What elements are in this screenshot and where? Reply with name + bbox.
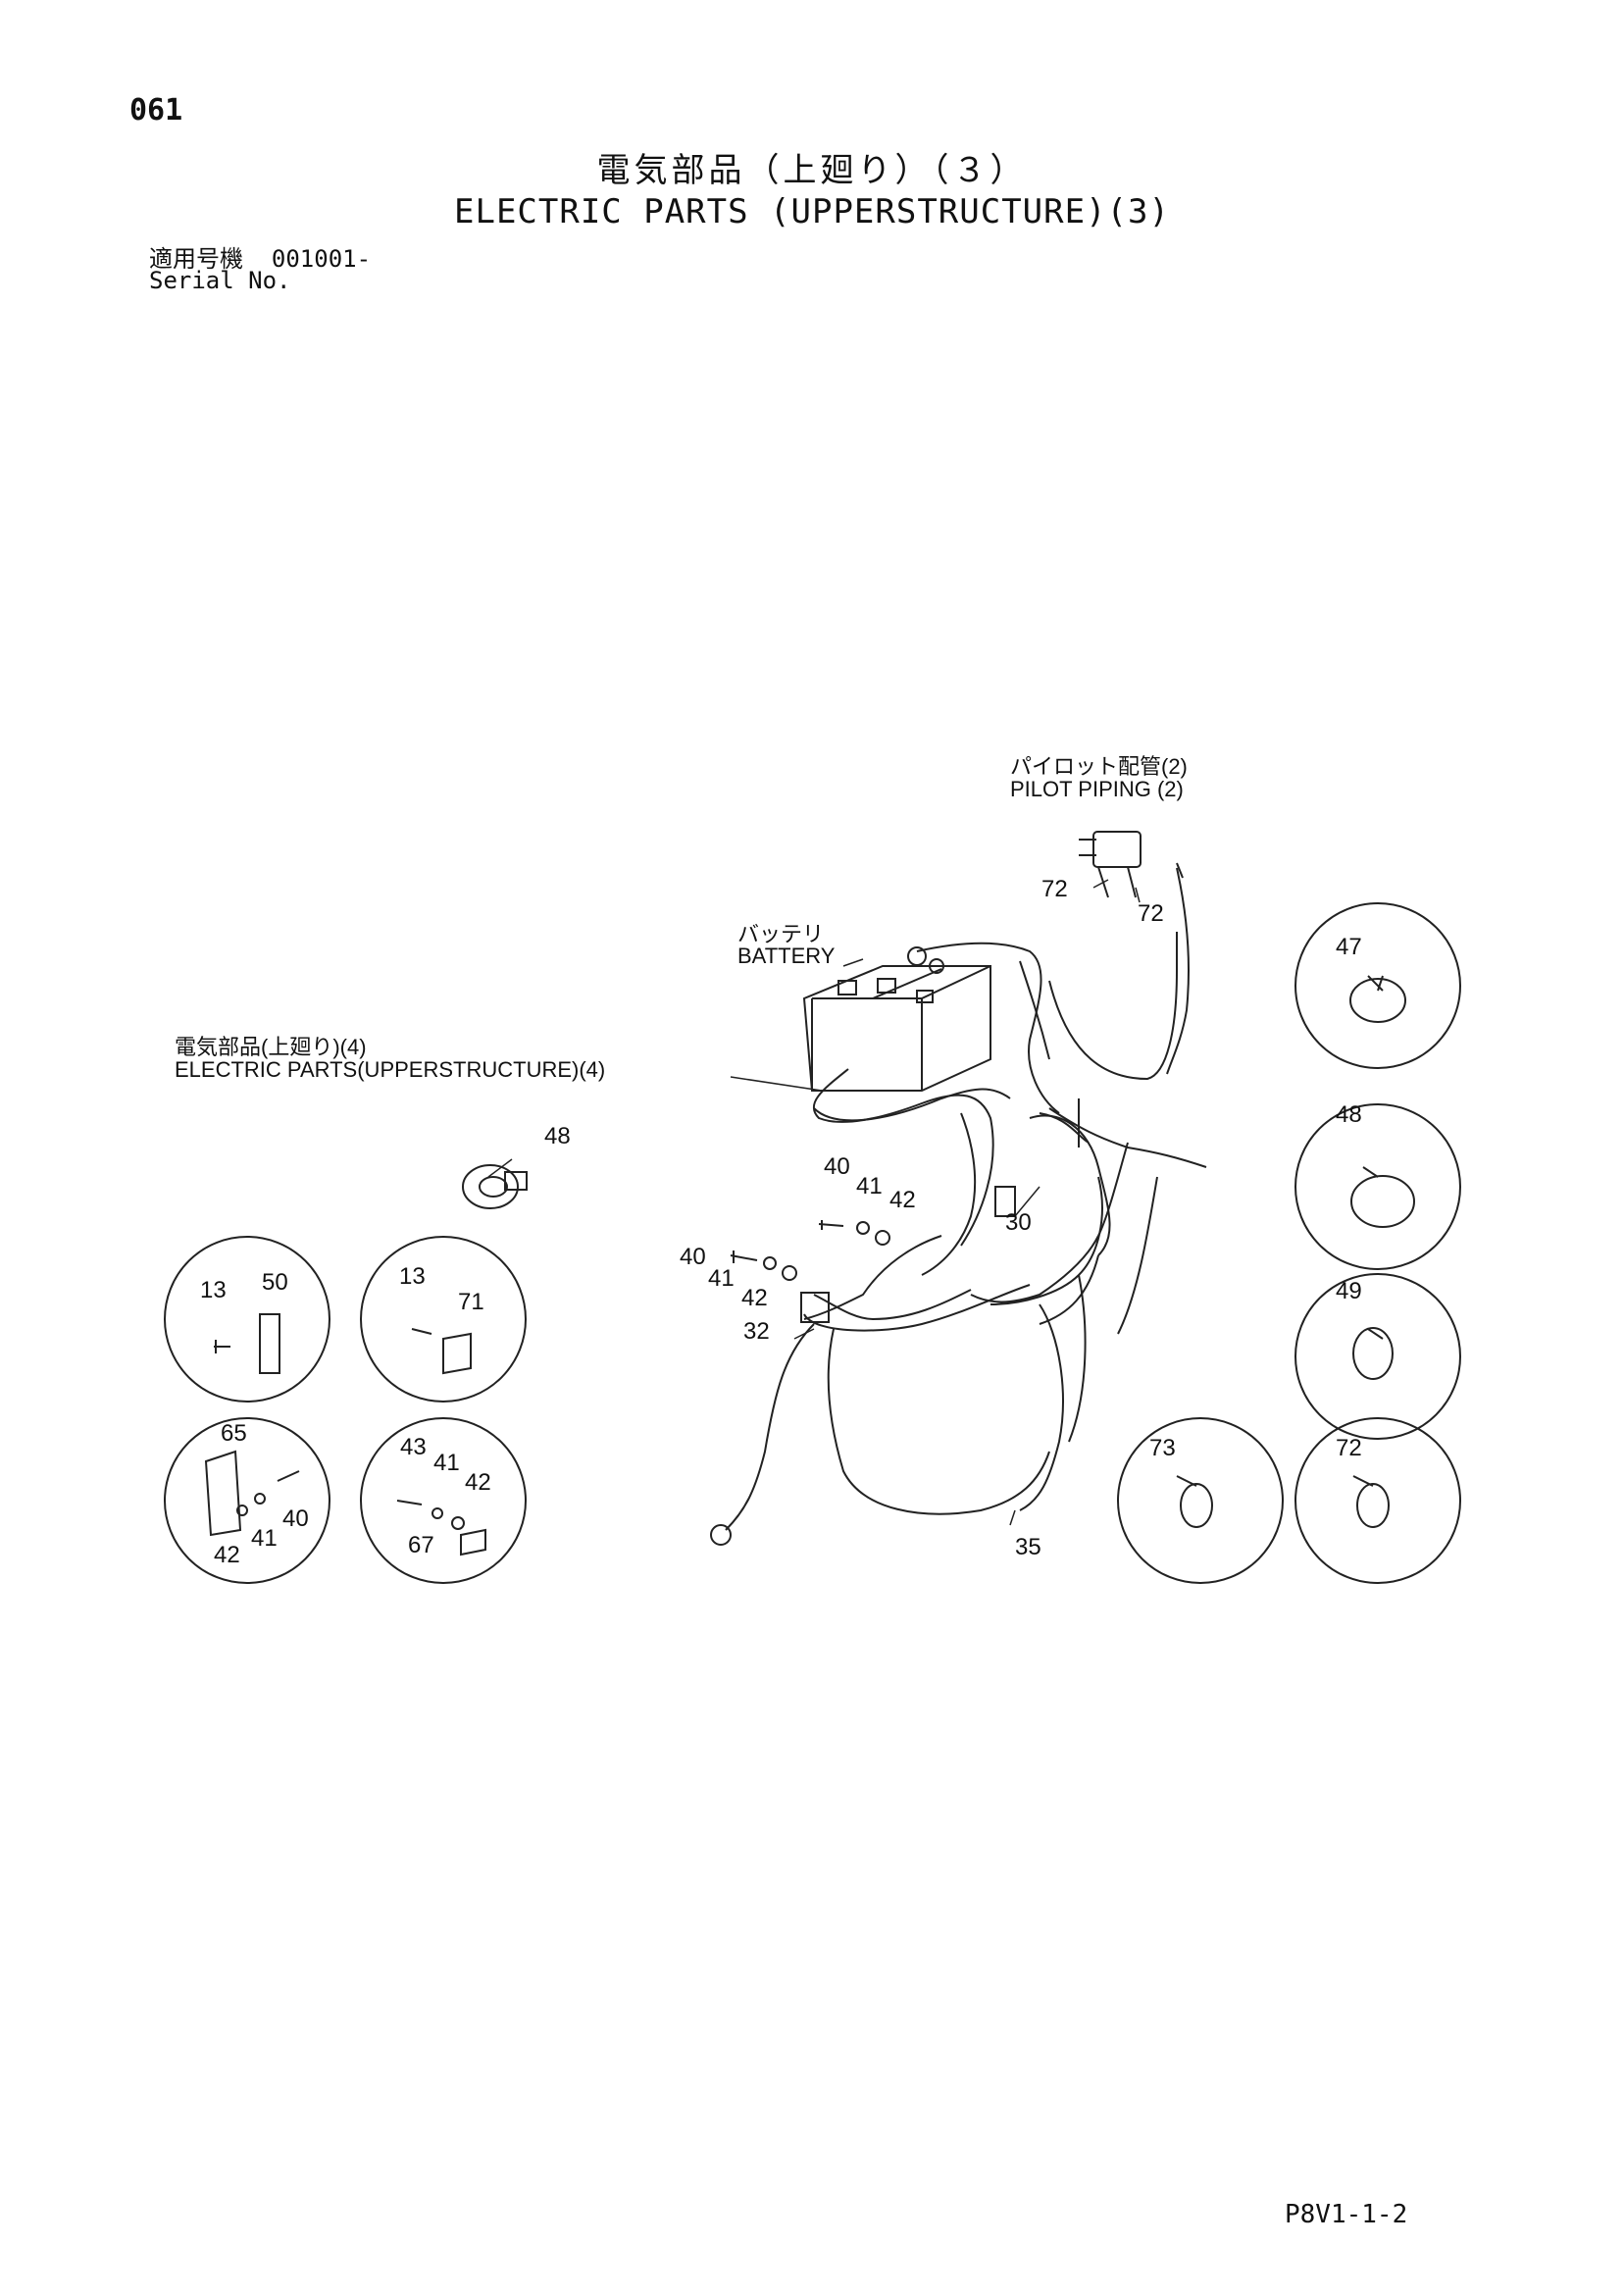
detail-circle-65 (164, 1417, 330, 1584)
part-number: 42 (889, 1187, 916, 1213)
part-number: 40 (282, 1505, 309, 1532)
part-number: 50 (262, 1269, 288, 1296)
title-japanese: 電気部品（上廻り）（３） (596, 151, 1028, 190)
detail-circle-49 (1294, 1273, 1461, 1440)
detail-circle-72 (1294, 1417, 1461, 1584)
detail-circle-48 (1294, 1103, 1461, 1270)
part-number: 41 (251, 1525, 278, 1552)
serial-label-jp: 適用号機 (149, 245, 243, 273)
serial-value: 001001- (271, 245, 372, 273)
footer-code: P8V1-1-2 (1285, 2200, 1408, 2229)
electric-parts-4-label-jp: 電気部品(上廻り)(4) (175, 1035, 367, 1059)
part-number: 35 (1015, 1534, 1041, 1560)
electric-parts-4-label-en: ELECTRIC PARTS(UPPERSTRUCTURE)(4) (175, 1057, 606, 1082)
part-number: 30 (1005, 1209, 1032, 1236)
part-number: 41 (433, 1450, 460, 1476)
battery-label-jp: バッテリ (737, 922, 825, 946)
serial-label-en: Serial No. (149, 267, 291, 294)
pilot-piping-label-jp: パイロット配管(2) (1010, 754, 1188, 779)
title-english: ELECTRIC PARTS (UPPERSTRUCTURE)(3) (454, 192, 1170, 231)
part-number: 72 (1336, 1435, 1362, 1461)
battery-drawing (802, 946, 991, 1092)
ground-terminal (710, 1524, 732, 1546)
part-number: 47 (1336, 934, 1362, 960)
part-48-drawing (462, 1164, 528, 1209)
part-number: 43 (400, 1434, 427, 1460)
wiring-harness (710, 932, 1207, 1546)
part-number: 49 (1336, 1278, 1362, 1304)
part-number: 73 (1149, 1435, 1176, 1461)
part-number: 40 (824, 1153, 850, 1180)
battery-label-en: BATTERY (737, 944, 836, 968)
part-number: 32 (743, 1318, 770, 1345)
detail-circle-13-71 (360, 1236, 527, 1403)
part-number: 48 (1336, 1101, 1362, 1128)
part-number: 71 (458, 1289, 484, 1315)
page-number: 061 (129, 93, 183, 128)
part-number: 72 (1138, 900, 1164, 927)
part-number: 42 (214, 1542, 240, 1568)
part-number: 13 (200, 1277, 227, 1303)
pilot-piping-label-en: PILOT PIPING (2) (1010, 777, 1184, 801)
detail-circle-43-67 (360, 1417, 527, 1584)
part-number: 48 (544, 1123, 571, 1149)
detail-circle-47 (1294, 902, 1461, 1069)
fasteners-drawing (730, 1186, 1016, 1323)
part-number: 65 (221, 1420, 247, 1447)
part-number: 41 (708, 1265, 735, 1292)
part-number: 42 (465, 1469, 491, 1496)
detail-circle-73 (1117, 1417, 1284, 1584)
serial-line: 適用号機 001001- (149, 239, 371, 274)
part-number: 40 (680, 1244, 706, 1270)
leader-lines (487, 879, 1141, 1526)
part-number: 72 (1041, 876, 1068, 902)
part-number: 67 (408, 1532, 434, 1558)
part-number: 13 (399, 1263, 426, 1290)
part-number: 41 (856, 1173, 883, 1199)
detail-circle-13-50 (164, 1236, 330, 1403)
part-number: 42 (741, 1285, 768, 1311)
